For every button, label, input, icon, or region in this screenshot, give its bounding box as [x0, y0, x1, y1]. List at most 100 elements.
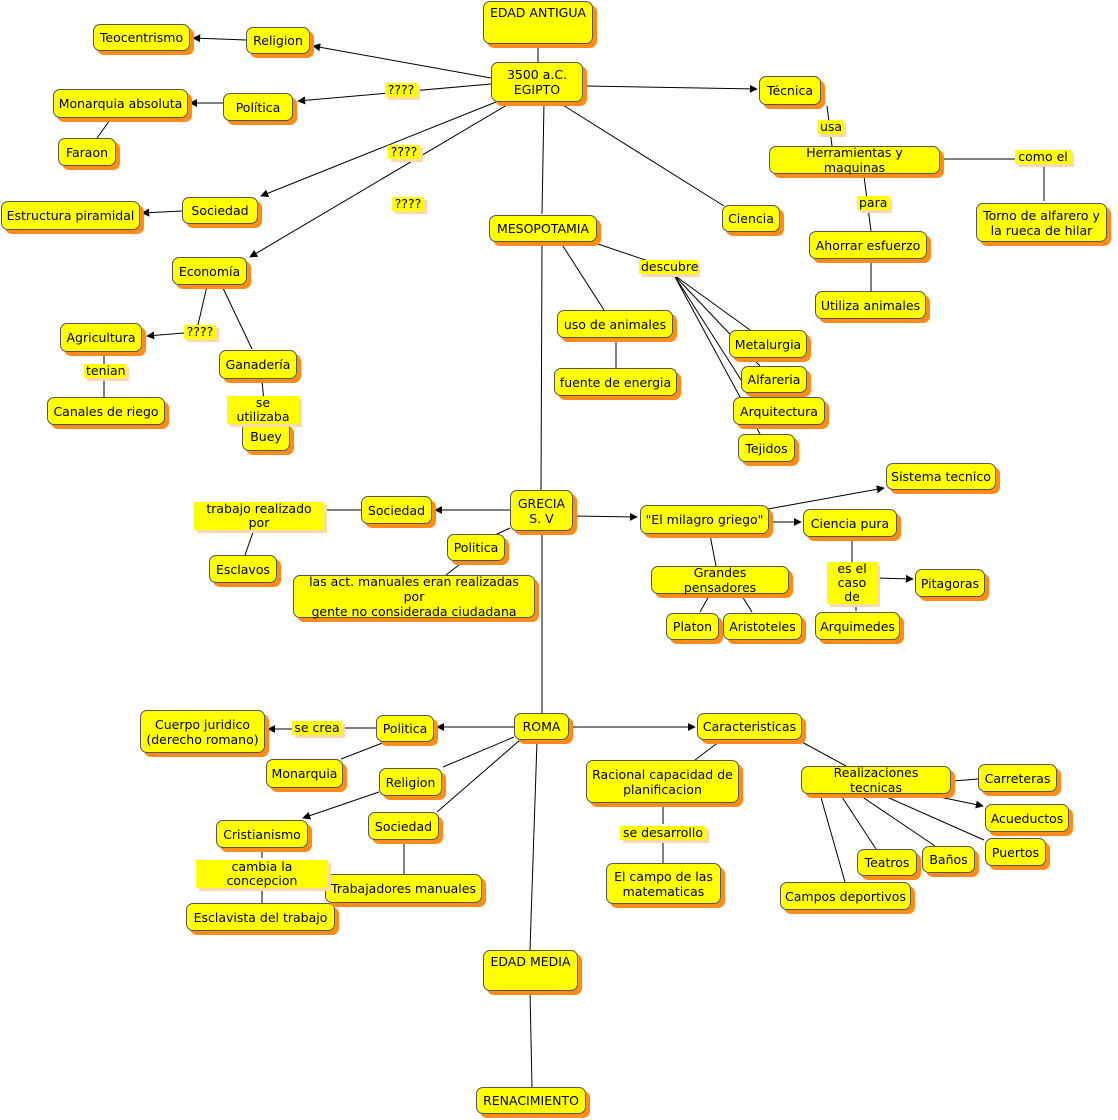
- node-torno[interactable]: Torno de alfarero y la rueca de hilar: [976, 203, 1107, 242]
- link-egipto-economia: [249, 101, 513, 258]
- label-cambia-concepcion: cambia la concepcion: [196, 860, 328, 888]
- label-es-el-caso: es el caso de: [827, 562, 877, 604]
- node-trabajadores-manuales[interactable]: Trabajadores manuales: [325, 874, 482, 903]
- link-economia-agricultura: [196, 285, 208, 330]
- node-monarquia-absoluta[interactable]: Monarquia absoluta: [53, 89, 188, 118]
- node-economia[interactable]: Economía: [172, 257, 247, 285]
- link-pensadores-platon: [699, 595, 710, 613]
- link-edadmedia-renacimiento: [529, 990, 533, 1088]
- node-ciencia[interactable]: Ciencia: [722, 205, 780, 232]
- node-aristoteles[interactable]: Aristoteles: [723, 613, 802, 640]
- node-carreteras[interactable]: Carreteras: [978, 764, 1057, 792]
- node-teatros[interactable]: Teatros: [857, 849, 917, 876]
- link-egipto-religion: [312, 43, 492, 79]
- node-renacimiento[interactable]: RENACIMIENTO: [476, 1087, 586, 1114]
- node-faraon[interactable]: Faraon: [58, 138, 116, 166]
- node-grecia[interactable]: GRECIA S. V: [510, 490, 573, 531]
- node-egipto[interactable]: 3500 a.C. EGIPTO: [491, 62, 583, 102]
- node-mesopotamia[interactable]: MESOPOTAMIA: [489, 215, 597, 242]
- link-real-puertos: [879, 793, 985, 841]
- node-ciencia-pura[interactable]: Ciencia pura: [803, 509, 897, 537]
- link-roma-sociedad: [436, 739, 521, 813]
- node-racional[interactable]: Racional capacidad de planificacion: [586, 760, 739, 803]
- node-canales-riego[interactable]: Canales de riego: [47, 397, 165, 425]
- node-milagro-griego[interactable]: "El milagro griego": [640, 505, 769, 534]
- link-real-banos: [857, 793, 936, 847]
- node-ganaderia[interactable]: Ganadería: [219, 350, 297, 379]
- node-grandes-pensadores[interactable]: Grandes pensadores: [651, 565, 789, 595]
- node-arquitectura[interactable]: Arquitectura: [733, 397, 825, 425]
- label-q-economia: ????: [392, 197, 424, 211]
- node-puertos[interactable]: Puertos: [985, 838, 1046, 866]
- link-sociedad-estructura: [141, 208, 183, 217]
- label-se-crea: se crea: [292, 721, 342, 735]
- link-egipto-mesopotamia: [541, 101, 545, 215]
- node-act-manuales[interactable]: las act. manuales eran realizadas por ge…: [293, 574, 535, 619]
- node-arquimedes[interactable]: Arquimedes: [815, 612, 900, 640]
- label-tenian: tenian: [84, 363, 126, 378]
- node-politica-roma[interactable]: Politica: [376, 715, 434, 742]
- node-campo-matematicas[interactable]: El campo de las matematicas: [606, 863, 721, 904]
- node-platon[interactable]: Platon: [666, 613, 719, 640]
- link-real-campos: [819, 793, 846, 883]
- link-religion-cristianismo: [302, 791, 380, 820]
- node-banos[interactable]: Baños: [922, 846, 975, 873]
- node-cristianismo[interactable]: Cristianismo: [216, 820, 308, 848]
- label-descubre: descubre: [639, 259, 699, 274]
- node-herramientas[interactable]: Herramientas y maquinas: [769, 145, 940, 175]
- label-q-politica: ????: [385, 83, 417, 97]
- node-utiliza-animales[interactable]: Utiliza animales: [815, 291, 926, 319]
- node-alfareria[interactable]: Alfareria: [741, 366, 807, 393]
- link-grecia-milagro: [573, 512, 638, 521]
- link-monarquia-faraon: [96, 119, 111, 139]
- node-esclavista[interactable]: Esclavista del trabajo: [186, 903, 335, 931]
- link-desc-metalurgia: [673, 274, 751, 331]
- link-milagro-sistema: [767, 485, 885, 510]
- node-esclavos[interactable]: Esclavos: [209, 555, 277, 583]
- node-metalurgia[interactable]: Metalurgia: [729, 330, 807, 358]
- node-politica-grecia[interactable]: Politica: [447, 534, 505, 561]
- node-realizaciones[interactable]: Realizaciones tecnicas: [801, 765, 951, 795]
- node-sociedad-egipto[interactable]: Sociedad: [182, 197, 258, 224]
- node-tecnica[interactable]: Técnica: [759, 76, 821, 105]
- node-agricultura[interactable]: Agricultura: [60, 323, 142, 352]
- node-edad-antigua[interactable]: EDAD ANTIGUA: [483, 1, 593, 44]
- label-usa: usa: [818, 119, 843, 134]
- node-edad-media[interactable]: EDAD MEDIA: [483, 950, 578, 991]
- node-teocentrismo[interactable]: Teocentrismo: [93, 24, 190, 51]
- node-roma[interactable]: ROMA: [514, 713, 569, 740]
- node-monarquia[interactable]: Monarquia: [266, 759, 343, 788]
- link-roma-edadmedia: [529, 740, 538, 951]
- label-se-desarrollo: se desarrollo: [620, 826, 706, 840]
- node-pitagoras[interactable]: Pitagoras: [915, 569, 985, 597]
- node-campos-deportivos[interactable]: Campos deportivos: [780, 882, 911, 910]
- node-fuente-energia[interactable]: fuente de energia: [554, 368, 677, 396]
- link-roma-religion: [442, 736, 515, 768]
- node-tejidos[interactable]: Tejidos: [738, 434, 795, 462]
- node-religion-egipto[interactable]: Religion: [246, 27, 310, 54]
- link-egipto-sociedad: [260, 101, 497, 198]
- link-politica-monarquia-ro: [340, 741, 386, 760]
- node-buey[interactable]: Buey: [242, 422, 290, 451]
- node-sociedad-roma[interactable]: Sociedad: [368, 812, 439, 840]
- node-uso-animales[interactable]: uso de animales: [557, 310, 673, 338]
- node-sociedad-grecia[interactable]: Sociedad: [361, 496, 432, 524]
- link-politica-act: [445, 560, 465, 576]
- link-economia-ganaderia: [221, 285, 253, 350]
- node-religion-roma[interactable]: Religion: [379, 768, 442, 796]
- node-acueductos[interactable]: Acueductos: [985, 804, 1069, 832]
- node-ahorrar-esfuerzo[interactable]: Ahorrar esfuerzo: [809, 231, 927, 259]
- node-politica-egipto[interactable]: Política: [223, 93, 293, 121]
- node-estructura-piramidal[interactable]: Estructura piramidal: [1, 201, 140, 230]
- node-sistema-tecnico[interactable]: Sistema tecnico: [886, 463, 996, 490]
- node-caracteristicas[interactable]: Caracteristicas: [697, 713, 802, 740]
- link-meso-uso: [560, 242, 605, 311]
- link-carac-racional: [694, 740, 721, 761]
- link-real-carreteras: [952, 778, 979, 782]
- link-meso-grecia: [540, 242, 543, 491]
- node-cuerpo-juridico[interactable]: Cuerpo juridico (derecho romano): [140, 710, 265, 753]
- link-religion-teocentrismo: [192, 34, 247, 43]
- link-egipto-tecnica: [584, 84, 758, 93]
- link-milagro-pensadores: [709, 534, 717, 567]
